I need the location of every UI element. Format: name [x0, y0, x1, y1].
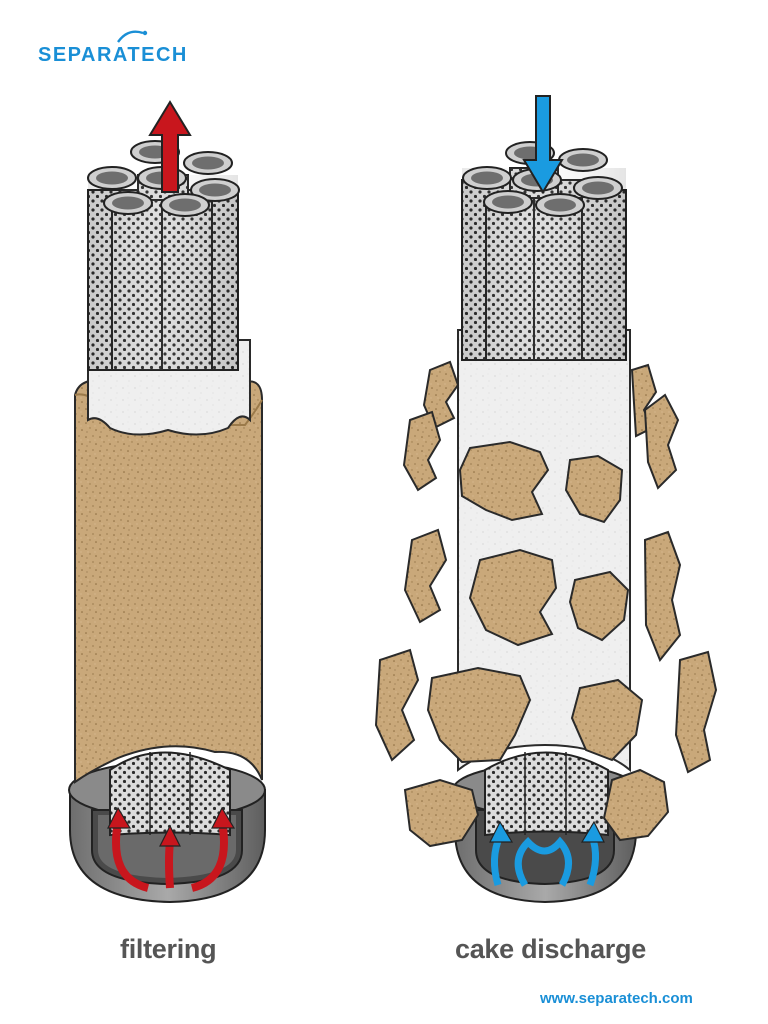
caption-cake-discharge: cake discharge [455, 934, 646, 964]
flow-up-arrow-icon [148, 100, 192, 193]
right-flow-arrows [489, 820, 605, 887]
cake-fragments [374, 360, 718, 848]
filtering-candle [68, 100, 266, 904]
caption-filtering: filtering [120, 934, 217, 964]
website-link[interactable]: www.separatech.com [540, 990, 693, 1007]
left-inner-tubes [109, 751, 231, 837]
right-tube-bundle [461, 141, 627, 361]
separatech-logo [117, 30, 148, 43]
brand-logo-text: SEPARATECH [38, 44, 188, 66]
separatech-logo-swoosh-icon [117, 30, 144, 43]
flow-down-arrow-icon [522, 95, 564, 194]
left-flow-arrows [107, 806, 236, 892]
left-filter-cake [74, 379, 263, 784]
cake-discharge-candle [374, 95, 718, 904]
